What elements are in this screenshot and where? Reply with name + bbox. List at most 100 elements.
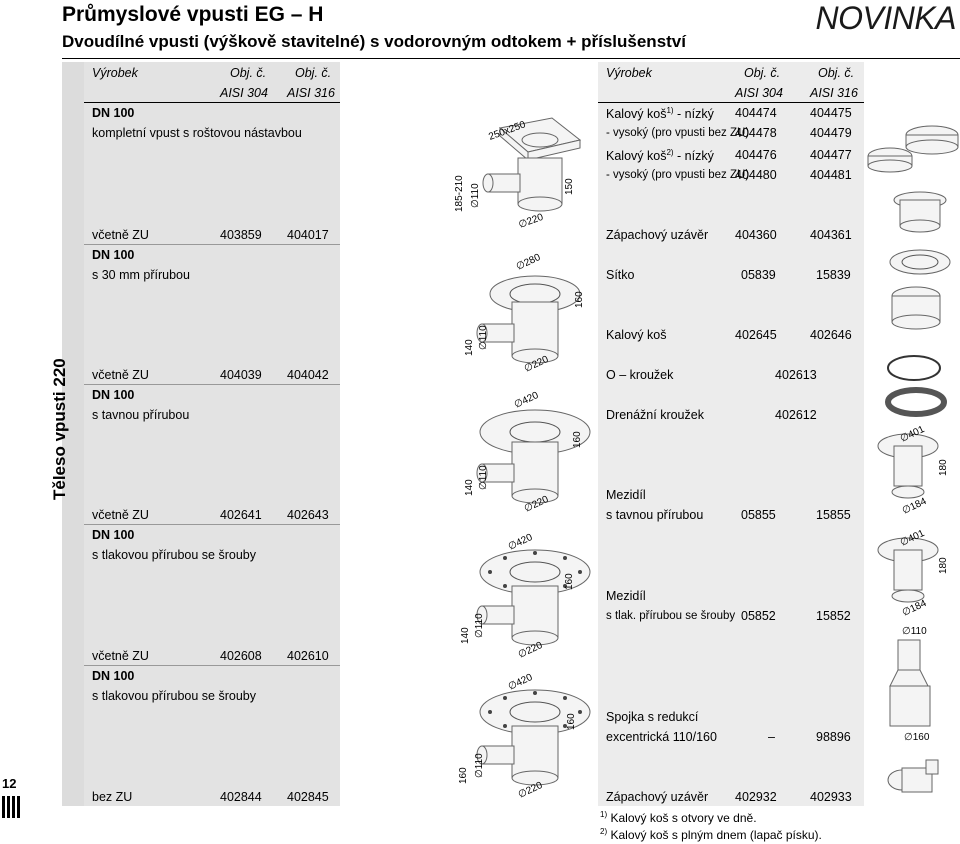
svg-text:∅110: ∅110 bbox=[474, 613, 485, 638]
accessory-drawings: ∅401 180 ∅184 ∅401 180 ∅184 ∅110 ∅160 bbox=[867, 125, 959, 793]
item4-desc: s tlakovou přírubou se šrouby bbox=[92, 548, 256, 562]
acc-row-5: Sítko bbox=[606, 268, 635, 282]
right-header-aisi316: AISI 316 bbox=[810, 86, 858, 100]
acc-5-n316: 15839 bbox=[816, 268, 851, 282]
page-subtitle: Dvoudílné vpusti (výškově stavitelné) s … bbox=[62, 32, 686, 51]
svg-text:160: 160 bbox=[566, 713, 577, 730]
acc-row-6: Kalový koš bbox=[606, 328, 667, 342]
drain-drawing-3: ∅420 140 ∅110 160 ∅220 bbox=[464, 390, 591, 515]
item5-dn: DN 100 bbox=[92, 669, 135, 683]
item5-n304: 402844 bbox=[220, 790, 262, 804]
acc-0-n316: 404475 bbox=[810, 106, 852, 120]
svg-text:180: 180 bbox=[938, 557, 949, 574]
acc-4-n316: 404361 bbox=[810, 228, 852, 242]
svg-text:∅110: ∅110 bbox=[474, 753, 485, 778]
right-header-obj2: Obj. č. bbox=[818, 66, 855, 80]
item3-variant: včetně ZU bbox=[92, 508, 149, 522]
acc-row-8: Drenážní kroužek bbox=[606, 408, 704, 422]
svg-text:180: 180 bbox=[938, 459, 949, 476]
acc-12-n316: 15852 bbox=[816, 609, 851, 623]
svg-text:∅160: ∅160 bbox=[904, 732, 930, 743]
svg-text:160: 160 bbox=[564, 573, 575, 590]
acc-row-0: Kalový koš1) - nízký bbox=[606, 106, 714, 122]
acc-8-n304: 402612 bbox=[775, 408, 817, 422]
left-column bbox=[84, 62, 340, 806]
acc-row-3: - vysoký (pro vpusti bez ZU) bbox=[606, 169, 750, 181]
acc-14-n304: – bbox=[768, 730, 775, 744]
svg-text:∅110: ∅110 bbox=[478, 325, 489, 350]
item1-dn: DN 100 bbox=[92, 106, 135, 120]
acc-1-n304: 404478 bbox=[735, 126, 777, 140]
acc-row-7: O – kroužek bbox=[606, 368, 674, 382]
item3-desc: s tavnou přírubou bbox=[92, 408, 190, 422]
svg-text:∅184: ∅184 bbox=[901, 496, 929, 517]
drain-drawing-2: ∅280 140 ∅110 160 ∅220 bbox=[464, 252, 585, 375]
acc-12-n304: 05852 bbox=[741, 609, 776, 623]
svg-text:∅280: ∅280 bbox=[515, 252, 543, 273]
item2-dn: DN 100 bbox=[92, 248, 135, 262]
acc-0-n304: 404474 bbox=[735, 106, 777, 120]
header-divider bbox=[62, 58, 960, 59]
svg-text:140: 140 bbox=[464, 339, 475, 356]
page-marker-icon bbox=[2, 796, 20, 818]
item5-n316: 402845 bbox=[287, 790, 329, 804]
item4-variant: včetně ZU bbox=[92, 649, 149, 663]
left-header-obj2: Obj. č. bbox=[295, 66, 332, 80]
svg-text:160: 160 bbox=[572, 431, 583, 448]
item2-variant: včetně ZU bbox=[92, 368, 149, 382]
acc-14-n316: 98896 bbox=[816, 730, 851, 744]
acc-row-1: - vysoký (pro vpusti bez ZU) bbox=[606, 127, 750, 139]
left-header-aisi304: AISI 304 bbox=[220, 86, 268, 100]
footnote-2: 2) Kalový koš s plným dnem (lapač písku)… bbox=[600, 827, 822, 842]
acc-row-4: Zápachový uzávěr bbox=[606, 228, 709, 242]
svg-text:∅110: ∅110 bbox=[902, 626, 927, 637]
acc-3-n316: 404481 bbox=[810, 168, 852, 182]
footnote-1: 1) Kalový koš s otvory ve dně. bbox=[600, 810, 757, 825]
acc-row-2: Kalový koš2) - nízký bbox=[606, 148, 714, 164]
item1-n304: 403859 bbox=[220, 228, 262, 242]
item2-n304: 404039 bbox=[220, 368, 262, 382]
item5-variant: bez ZU bbox=[92, 790, 133, 804]
acc-2-n316: 404477 bbox=[810, 148, 852, 162]
item1-n316: 404017 bbox=[287, 228, 329, 242]
item1-desc: kompletní vpust s roštovou nástavbou bbox=[92, 126, 302, 140]
acc-row-15: Zápachový uzávěr bbox=[606, 790, 709, 804]
page-title: Průmyslové vpusti EG – H bbox=[62, 3, 324, 26]
svg-text:∅420: ∅420 bbox=[513, 390, 541, 411]
novinka-badge: NOVINKA bbox=[815, 0, 956, 36]
acc-6-n304: 402645 bbox=[735, 328, 777, 342]
acc-10-n304: 05855 bbox=[741, 508, 776, 522]
acc-10-n316: 15855 bbox=[816, 508, 851, 522]
svg-text:140: 140 bbox=[460, 627, 471, 644]
acc-4-n304: 404360 bbox=[735, 228, 777, 242]
left-header-aisi316: AISI 316 bbox=[287, 86, 335, 100]
svg-text:160: 160 bbox=[458, 767, 469, 784]
drain-drawing-5: ∅420 160 ∅110 160 ∅220 bbox=[458, 672, 591, 801]
acc-row-14: excentrická 110/160 bbox=[606, 730, 717, 744]
acc-7-n304: 402613 bbox=[775, 368, 817, 382]
item4-dn: DN 100 bbox=[92, 528, 135, 542]
acc-6-n316: 402646 bbox=[810, 328, 852, 342]
page-number: 12 bbox=[2, 776, 17, 791]
acc-15-n316: 402933 bbox=[810, 790, 852, 804]
acc-row-13: Spojka s redukcí bbox=[606, 710, 699, 724]
svg-text:185-210: 185-210 bbox=[454, 175, 465, 212]
left-header-obj1: Obj. č. bbox=[230, 66, 267, 80]
item3-dn: DN 100 bbox=[92, 388, 135, 402]
svg-text:140: 140 bbox=[464, 479, 475, 496]
item4-n316: 402610 bbox=[287, 649, 329, 663]
svg-text:∅110: ∅110 bbox=[470, 183, 481, 208]
right-header-product: Výrobek bbox=[606, 66, 652, 80]
svg-text:150: 150 bbox=[564, 178, 575, 195]
right-header-aisi304: AISI 304 bbox=[735, 86, 783, 100]
item2-desc: s 30 mm přírubou bbox=[92, 268, 190, 282]
acc-15-n304: 402932 bbox=[735, 790, 777, 804]
acc-row-11: Mezidíl bbox=[606, 589, 646, 603]
drain-drawing-4: ∅420 140 ∅110 160 ∅220 bbox=[460, 532, 591, 661]
left-header-product: Výrobek bbox=[92, 66, 138, 80]
item2-n316: 404042 bbox=[287, 368, 329, 382]
acc-row-10: s tavnou přírubou bbox=[606, 508, 704, 522]
svg-text:∅110: ∅110 bbox=[478, 465, 489, 490]
drain-drawing-1: 250x250 185-210 ∅110 150 ∅220 bbox=[454, 117, 582, 231]
acc-1-n316: 404479 bbox=[810, 126, 852, 140]
